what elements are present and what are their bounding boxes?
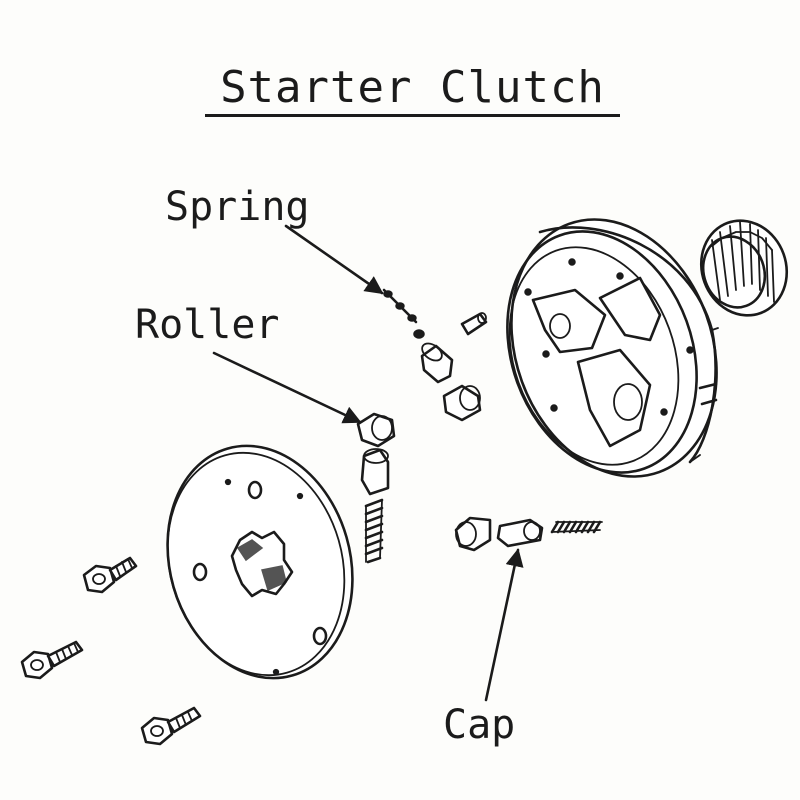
label-spring: Spring <box>165 184 310 230</box>
roller <box>442 384 482 422</box>
cap <box>496 518 544 548</box>
spring <box>550 520 603 534</box>
label-cap: Cap <box>443 702 516 748</box>
roller <box>454 516 492 552</box>
spring <box>382 288 425 339</box>
cap <box>420 342 454 384</box>
roller-small <box>460 312 488 336</box>
title-underline <box>205 114 620 117</box>
bolt <box>140 706 202 746</box>
cap-leader-arrow <box>484 548 524 702</box>
diagram-title: Starter Clutch <box>220 62 605 113</box>
roller <box>356 412 396 448</box>
clutch-housing <box>506 218 719 478</box>
roller-leader-arrow <box>212 351 362 424</box>
bolt <box>82 556 138 594</box>
clutch-plate <box>166 444 354 680</box>
bolt <box>20 640 84 680</box>
spring <box>364 498 384 564</box>
label-roller: Roller <box>135 302 280 348</box>
cap <box>360 448 390 496</box>
spring-leader-arrow <box>284 224 384 295</box>
needle-bearing <box>699 219 789 317</box>
